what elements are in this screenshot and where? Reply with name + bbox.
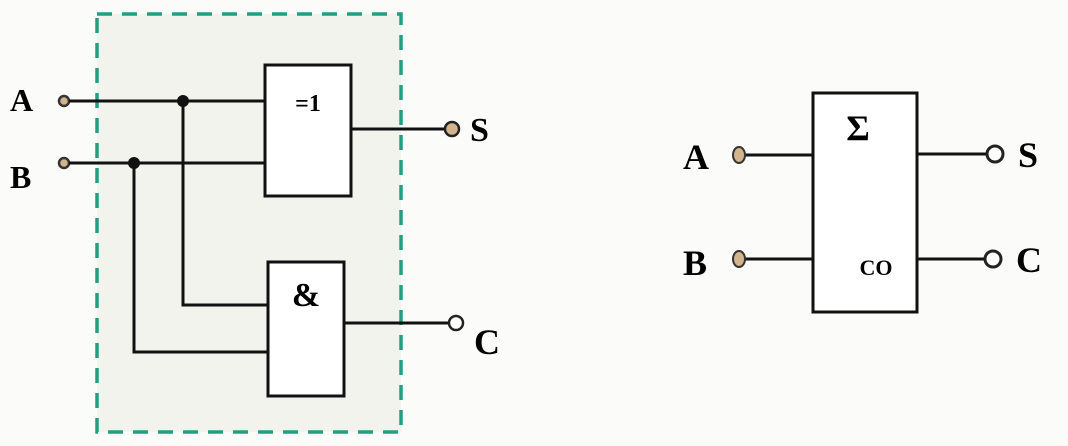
- right-input-label-a: A: [683, 137, 709, 177]
- xor-gate: [263, 63, 353, 198]
- left-input-terminal-b: [57, 156, 71, 170]
- xor-gate-symbol: =1: [295, 91, 321, 117]
- and-gate: [266, 260, 346, 398]
- right-output-terminal-s: [985, 144, 1005, 164]
- right-output-label-s: S: [1018, 135, 1038, 175]
- and-gate-symbol: &: [292, 277, 320, 314]
- left-output-terminal-c: [447, 314, 465, 332]
- left-input-terminal-a: [57, 94, 71, 108]
- right-input-terminal-b: [732, 250, 746, 268]
- sum-symbol: Σ: [846, 108, 870, 148]
- wire-a-branch-to-and: [181, 101, 268, 307]
- carry-out-label: CO: [860, 255, 893, 280]
- right-input-label-b: B: [683, 243, 707, 283]
- left-output-terminal-s: [443, 120, 461, 138]
- junction-dot-b: [128, 157, 140, 169]
- right-input-terminal-a: [732, 146, 746, 164]
- right-output-label-c: C: [1016, 240, 1042, 280]
- left-output-label-s: S: [470, 112, 489, 149]
- half-adder-dashed-enclosure: [95, 12, 403, 434]
- right-output-terminal-c: [983, 249, 1003, 269]
- left-input-label-a: A: [10, 82, 33, 118]
- half-adder-block: [811, 91, 919, 314]
- junction-dot-a: [177, 95, 189, 107]
- left-output-label-c: C: [474, 322, 500, 362]
- left-input-label-b: B: [10, 159, 31, 195]
- wire-b-branch-to-and: [132, 163, 268, 354]
